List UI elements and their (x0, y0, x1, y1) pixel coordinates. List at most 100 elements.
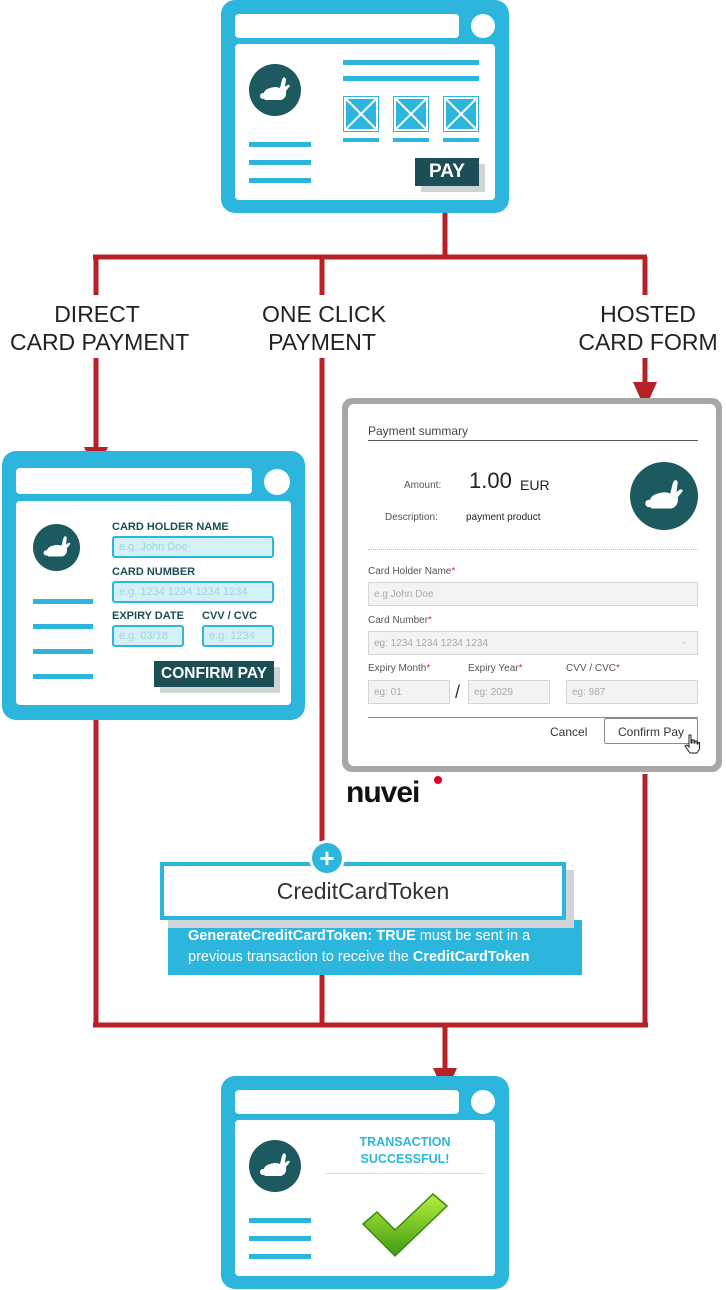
cancel-button[interactable]: Cancel (550, 725, 588, 739)
hosted-cvv-label: CVV / CVC* (566, 663, 620, 674)
credit-card-token-box: CreditCardToken (160, 862, 566, 920)
store-window: PAY (221, 0, 509, 213)
title-divider (368, 440, 698, 441)
amount-label: Amount: (404, 480, 442, 491)
flow-label-line: HOSTED (600, 301, 696, 327)
content-line (249, 1236, 311, 1241)
confirm-pay-button[interactable]: CONFIRM PAY (154, 661, 274, 687)
token-desc-text: previous transaction to receive the (188, 949, 413, 965)
flow-label-one-click: ONE CLICK PAYMENT (258, 300, 386, 356)
hosted-number-label: Card Number* (368, 615, 432, 626)
card-number-input[interactable]: e.g. 1234 1234 1234 1234 (112, 581, 274, 603)
flow-label-line: DIRECT (54, 301, 140, 327)
status-line: SUCCESSFUL! (360, 1152, 450, 1166)
required-mark: * (451, 566, 456, 577)
label-text: Expiry Year (468, 663, 519, 674)
description-value: payment product (466, 512, 541, 523)
required-mark: * (426, 663, 431, 674)
content-line (249, 1254, 311, 1259)
nuvei-logo: nuvei (346, 776, 420, 810)
expiry-separator: / (455, 682, 461, 702)
flow-label-hosted: HOSTED CARD FORM (574, 300, 722, 356)
content-line (33, 649, 93, 654)
token-desc-bold: GenerateCreditCardToken: TRUE (188, 928, 416, 944)
address-bar (235, 14, 459, 38)
content-line (343, 76, 479, 81)
direct-window-body: CARD HOLDER NAME e.g. John Doe CARD NUMB… (16, 501, 291, 705)
window-dot (471, 1090, 495, 1114)
image-placeholder-icon (443, 96, 479, 142)
status-divider (325, 1173, 485, 1174)
nuvei-logo-dot (434, 776, 442, 784)
image-placeholder-icon (393, 96, 429, 142)
result-window-body: TRANSACTION SUCCESSFUL! (235, 1120, 495, 1276)
expiry-month-input[interactable]: eg: 01 (368, 680, 450, 704)
window-dot (264, 469, 290, 495)
flow-label-line: ONE CLICK (262, 301, 386, 327)
brand-name: nuvei (346, 776, 420, 809)
transaction-status: TRANSACTION SUCCESSFUL! (325, 1134, 485, 1168)
arrow-hosted (633, 382, 657, 409)
card-number-label: CARD NUMBER (112, 566, 196, 578)
address-bar (235, 1090, 459, 1114)
expiry-year-input[interactable]: eg: 2029 (468, 680, 550, 704)
token-desc-line2: previous transaction to receive the Cred… (188, 947, 582, 968)
flow-label-line: CARD PAYMENT (10, 329, 190, 355)
cvv-label: CVV / CVC (202, 610, 258, 622)
flow-label-line: PAYMENT (268, 329, 376, 355)
rabbit-logo-icon (249, 1140, 301, 1192)
hand-cursor-icon (684, 734, 700, 754)
content-line (249, 142, 311, 147)
required-mark: * (428, 615, 432, 626)
cvv-input[interactable]: e.g. 1234 (202, 625, 274, 647)
content-line (249, 160, 311, 165)
card-holder-label: CARD HOLDER NAME (112, 521, 229, 533)
required-mark: * (518, 663, 523, 674)
status-line: TRANSACTION (359, 1135, 451, 1149)
summary-divider (368, 549, 698, 550)
hosted-number-input[interactable]: eg: 1234 1234 1234 1234 (368, 631, 698, 655)
hosted-holder-label: Card Holder Name* (368, 566, 455, 577)
required-mark: * (616, 663, 620, 674)
image-placeholder-icon (343, 96, 379, 142)
hosted-form-inner: Payment summary Amount: 1.00 EUR Descrip… (348, 404, 716, 766)
expiry-month-label: Expiry Month* (368, 663, 430, 674)
amount-value: 1.00 (469, 468, 512, 493)
expiry-date-label: EXPIRY DATE (112, 610, 184, 622)
result-window: TRANSACTION SUCCESSFUL! (221, 1076, 509, 1289)
flow-label-line: CARD FORM (578, 329, 718, 355)
actions-divider (368, 717, 698, 718)
address-bar (16, 468, 252, 494)
card-holder-input[interactable]: e.g. John Doe (112, 536, 274, 558)
content-line (249, 1218, 311, 1223)
plus-icon: + (312, 843, 342, 873)
hosted-confirm-pay-button[interactable]: Confirm Pay (604, 718, 698, 744)
content-line (33, 674, 93, 679)
rabbit-logo-icon (33, 524, 80, 571)
store-window-body: PAY (235, 44, 495, 200)
token-desc-line1: GenerateCreditCardToken: TRUE must be se… (188, 926, 582, 947)
payment-summary-title: Payment summary (368, 424, 469, 438)
hosted-holder-input[interactable]: e.g John Doe (368, 582, 698, 606)
expiry-date-input[interactable]: e.g. 03/18 (112, 625, 184, 647)
pay-button[interactable]: PAY (415, 158, 479, 186)
label-text: Card Holder Name (368, 566, 452, 577)
amount-currency: EUR (520, 477, 550, 493)
label-text: Card Number (368, 615, 429, 626)
check-icon (361, 1190, 449, 1260)
content-line (343, 60, 479, 65)
content-line (33, 599, 93, 604)
content-line (249, 178, 311, 183)
hosted-cvv-input[interactable]: eg: 987 (566, 680, 698, 704)
expiry-year-label: Expiry Year* (468, 663, 523, 674)
content-line (33, 624, 93, 629)
label-text: Expiry Month (368, 663, 427, 674)
token-desc-bold: CreditCardToken (412, 949, 530, 965)
hosted-card-form: Payment summary Amount: 1.00 EUR Descrip… (342, 398, 722, 772)
label-text: CVV / CVC (566, 663, 617, 674)
rabbit-logo-icon (249, 64, 301, 116)
direct-payment-window: CARD HOLDER NAME e.g. John Doe CARD NUMB… (2, 451, 305, 720)
token-desc-text: must be sent in a (415, 928, 531, 944)
token-description: GenerateCreditCardToken: TRUE must be se… (168, 920, 582, 975)
window-dot (471, 14, 495, 38)
